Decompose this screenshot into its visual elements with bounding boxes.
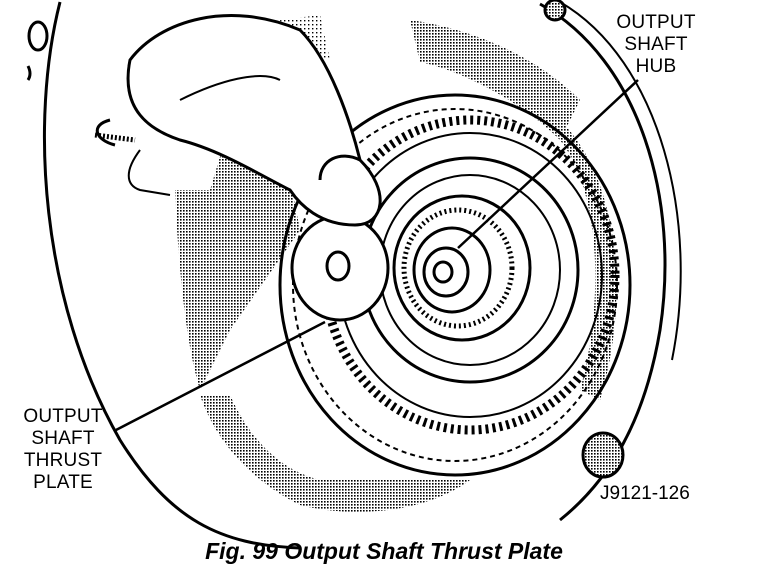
figure-caption: Fig. 99 Output Shaft Thrust Plate — [205, 538, 563, 564]
thrust-plate-leader-line — [115, 320, 326, 432]
hub-label-line-2: SHAFT — [624, 34, 688, 55]
thrust-label-line-3: THRUST — [23, 450, 103, 471]
thrust-label-line-2: SHAFT — [31, 428, 95, 449]
figure-code: J9121-126 — [600, 483, 690, 504]
output-shaft-hub — [360, 156, 580, 384]
output-shaft-thrust-plate-label: OUTPUT SHAFT THRUST PLATE — [8, 406, 118, 494]
drain-plug — [581, 431, 625, 479]
thrust-plate — [290, 214, 390, 322]
hub-leader-line — [457, 79, 639, 249]
hub-label-line-1: OUTPUT — [616, 12, 696, 33]
output-shaft-hub-label: OUTPUT SHAFT HUB — [596, 12, 716, 78]
leader-lines — [115, 79, 639, 432]
hub-label-line-3: HUB — [635, 56, 677, 77]
thrust-label-line-4: PLATE — [33, 472, 93, 493]
technician-hand — [94, 14, 382, 227]
thrust-label-line-1: OUTPUT — [23, 406, 103, 427]
